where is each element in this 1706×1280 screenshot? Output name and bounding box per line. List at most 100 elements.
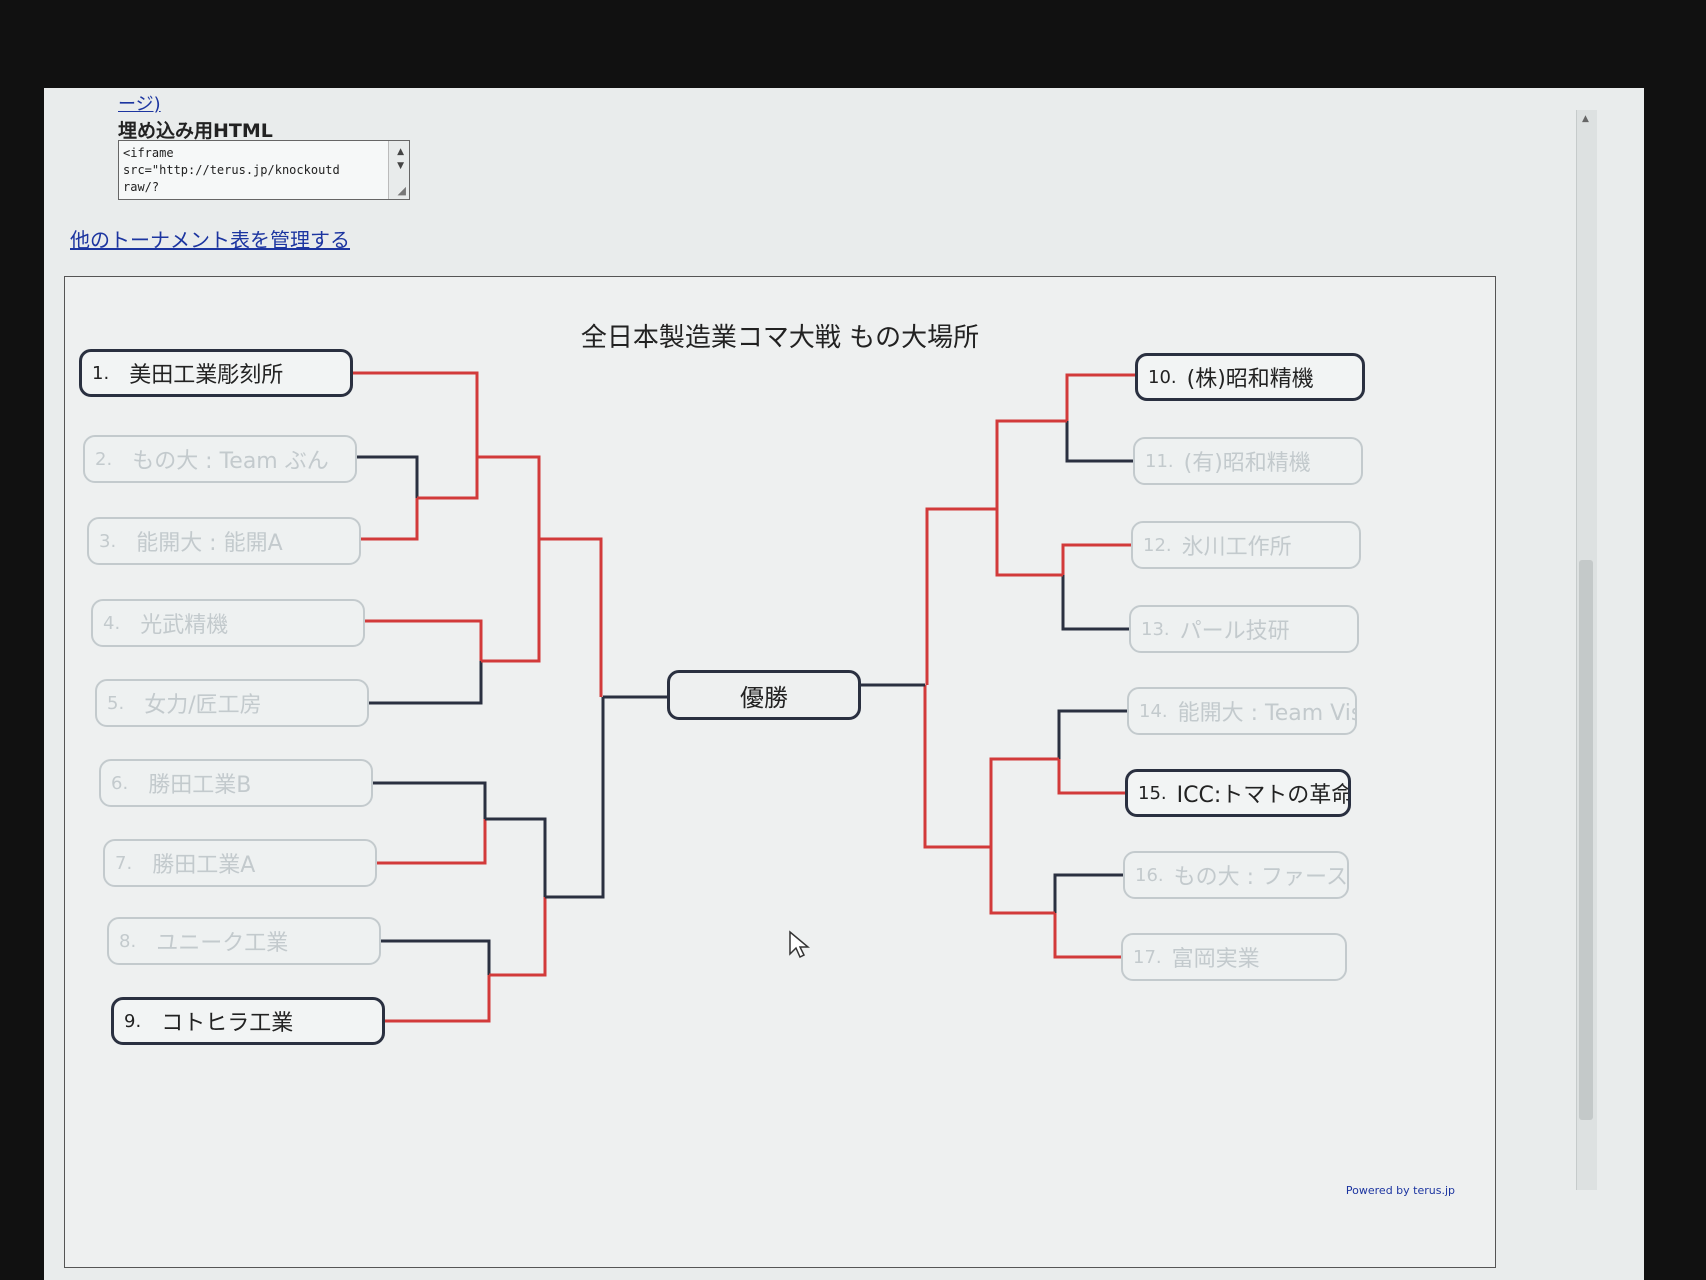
team-seed: 14. — [1139, 700, 1168, 722]
powered-by-text[interactable]: Powered by terus.jp — [1345, 1184, 1455, 1197]
bracket-line — [369, 661, 483, 705]
team-name: 女力/匠工房 — [144, 693, 262, 718]
team-slot[interactable]: 13. パール技研 — [1129, 605, 1359, 653]
team-slot[interactable]: 4. 光武精機 — [91, 599, 365, 647]
team-seed: 5. — [107, 692, 125, 714]
team-slot[interactable]: 3. 能開大 : 能開A — [87, 517, 361, 565]
team-seed: 7. — [115, 852, 133, 874]
winner-path-line — [361, 498, 419, 541]
team-seed: 3. — [99, 530, 117, 552]
winner-path-line — [365, 619, 483, 661]
team-slot[interactable]: 16. もの大 : ファーストグレイダース — [1123, 851, 1349, 899]
team-slot[interactable]: 9. コトヒラ工業 — [111, 997, 385, 1045]
team-seed: 15. — [1138, 782, 1167, 804]
winner-path-line — [1065, 373, 1135, 421]
team-name: 能開大 : 能開A — [136, 531, 283, 556]
team-name: 美田工業彫刻所 — [129, 363, 284, 388]
team-name: もの大 : ファーストグレイダース — [1173, 865, 1348, 890]
winner-path-line — [995, 419, 1067, 509]
team-slot[interactable]: 5. 女力/匠工房 — [95, 679, 369, 727]
scroll-up-icon[interactable]: ▲ — [1582, 114, 1589, 124]
team-slot[interactable]: 1. 美田工業彫刻所 — [79, 349, 353, 397]
team-name: 能開大 : Team Vista — [1177, 701, 1355, 726]
manage-tournaments-link[interactable]: 他のトーナメント表を管理する — [70, 228, 350, 252]
team-seed: 17. — [1133, 946, 1162, 968]
team-seed: 12. — [1143, 534, 1172, 556]
team-name: 勝田工業B — [148, 773, 252, 798]
team-name: 氷川工作所 — [1181, 535, 1292, 560]
team-seed: 11. — [1145, 450, 1174, 472]
team-name: コトヒラ工業 — [161, 1011, 294, 1036]
bracket-lines — [353, 371, 1135, 1023]
winner-path-line — [1061, 543, 1131, 575]
winner-path-line — [989, 757, 1059, 847]
page-link-fragment[interactable]: ージ) — [118, 94, 161, 115]
team-seed: 6. — [111, 772, 129, 794]
scroll-up-icon[interactable]: ▲ — [397, 147, 404, 157]
team-seed: 8. — [119, 930, 137, 952]
team-seed: 2. — [95, 448, 113, 470]
team-seed: 13. — [1141, 618, 1170, 640]
team-slot[interactable]: 6. 勝田工業B — [99, 759, 373, 807]
winner-path-line — [539, 537, 603, 697]
champion-box[interactable]: 優勝 — [667, 670, 861, 720]
team-slot[interactable]: 2. もの大 : Team ぶん — [83, 435, 357, 483]
winner-path-line — [1053, 913, 1121, 959]
team-name: (有)昭和精機 — [1183, 451, 1311, 476]
winner-path-line — [489, 897, 547, 977]
team-slot[interactable]: 17. 富岡実業 — [1121, 933, 1347, 981]
team-seed: 16. — [1135, 864, 1164, 886]
bracket-title: 全日本製造業コマ大戦 もの大場所 — [580, 323, 980, 353]
team-slot[interactable]: 7. 勝田工業A — [103, 839, 377, 887]
team-seed: 1. — [92, 362, 110, 384]
tournament-bracket-panel: 全日本製造業コマ大戦 もの大場所 1. 美田工業彫刻所 2. もの大 : Team ぶ… — [64, 276, 1496, 1268]
team-name: 富岡実業 — [1171, 947, 1260, 972]
embed-html-textarea[interactable]: <iframe src="http://terus.jp/knockoutd r… — [118, 140, 410, 200]
team-name: ユニーク工業 — [156, 931, 289, 956]
resize-grip-icon[interactable]: ◢ — [397, 184, 406, 197]
bracket-line — [357, 455, 419, 498]
team-seed: 10. — [1148, 366, 1177, 388]
bracket-line — [1065, 421, 1133, 463]
team-slot[interactable]: 10. (株)昭和精機 — [1135, 353, 1365, 401]
team-name: ICC:トマトの革命 — [1176, 783, 1351, 808]
team-name: パール技研 — [1179, 619, 1290, 644]
bracket-line — [373, 781, 487, 819]
team-slot[interactable]: 14. 能開大 : Team Vista — [1127, 687, 1357, 735]
winner-path-line — [923, 685, 991, 849]
embed-html-code[interactable]: <iframe src="http://terus.jp/knockoutd r… — [123, 146, 340, 194]
page-scrollbar[interactable]: ▲ — [1576, 110, 1597, 1190]
embed-html-label: 埋め込み用HTML — [118, 120, 273, 142]
bracket-line — [545, 697, 605, 899]
browser-viewport: ージ) 埋め込み用HTML <iframe src="http://terus.… — [44, 88, 1644, 1280]
mouse-pointer-icon — [789, 930, 810, 959]
team-name: (株)昭和精機 — [1186, 367, 1314, 392]
scrollbar-thumb[interactable] — [1579, 560, 1593, 1120]
textarea-scrollbar[interactable]: ▲ ▼ ◢ — [388, 141, 409, 199]
team-slot[interactable]: 12. 氷川工作所 — [1131, 521, 1361, 569]
winner-path-line — [995, 509, 1063, 577]
winner-path-line — [989, 847, 1055, 915]
winner-path-line — [417, 457, 479, 500]
bracket-line — [1057, 709, 1127, 759]
scroll-down-icon[interactable]: ▼ — [397, 161, 404, 171]
bracket-line — [381, 939, 491, 975]
winner-path-line — [481, 539, 541, 663]
bracket-line — [1061, 575, 1129, 631]
team-seed: 4. — [103, 612, 121, 634]
team-slot[interactable]: 8. ユニーク工業 — [107, 917, 381, 965]
team-name: 光武精機 — [140, 613, 229, 638]
winner-path-line — [353, 371, 479, 457]
winner-path-line — [925, 507, 997, 685]
winner-path-line — [377, 819, 487, 865]
team-seed: 9. — [124, 1010, 142, 1032]
winner-path-line — [477, 455, 541, 539]
team-name: もの大 : Team ぶん — [132, 449, 329, 474]
winner-path-line — [1057, 759, 1125, 795]
bracket-line — [485, 817, 547, 897]
team-name: 勝田工業A — [152, 853, 256, 878]
team-slot[interactable]: 15. ICC:トマトの革命 — [1125, 769, 1351, 817]
bracket-line — [1053, 873, 1123, 913]
winner-path-line — [385, 975, 491, 1023]
team-slot[interactable]: 11. (有)昭和精機 — [1133, 437, 1363, 485]
